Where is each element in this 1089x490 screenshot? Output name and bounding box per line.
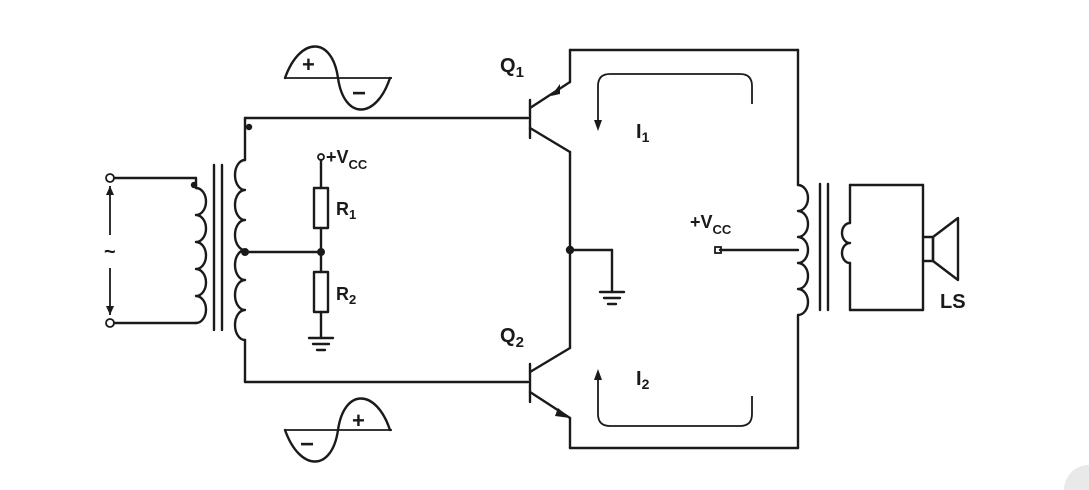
input-terminals: ~: [104, 173, 198, 328]
label-q2: Q2: [500, 325, 524, 351]
label-vcc-center: +VCC: [690, 212, 732, 237]
resistor-r2: [312, 270, 330, 314]
label-vcc-bias: +VCC: [326, 147, 368, 172]
ac-source-symbol: ~: [104, 241, 116, 263]
loudspeaker-icon: [921, 216, 960, 282]
resistor-r1: [312, 186, 330, 230]
label-i1: I1: [636, 121, 650, 145]
transistor-q2: [528, 248, 572, 450]
label-q1: Q1: [500, 55, 524, 81]
current-path-i1: [594, 73, 753, 131]
label-r2: R2: [336, 284, 356, 307]
transistor-q1: [528, 48, 572, 252]
input-transformer: [190, 123, 253, 342]
top-input-waveform: + −: [283, 45, 392, 111]
current-path-i2: [594, 369, 753, 427]
label-speaker: LS: [940, 291, 966, 313]
bottom-input-waveform: − +: [283, 397, 392, 463]
wave-minus-top: −: [352, 80, 366, 107]
wave-plus-top: +: [302, 52, 315, 77]
label-r1: R1: [336, 199, 356, 222]
label-i2: I2: [636, 368, 650, 392]
wave-plus-bottom: +: [352, 408, 365, 433]
output-transformer: [796, 182, 925, 317]
wave-minus-bottom: −: [300, 431, 314, 458]
page-corner-shadow: [1059, 462, 1089, 490]
bias-network: [243, 153, 335, 352]
